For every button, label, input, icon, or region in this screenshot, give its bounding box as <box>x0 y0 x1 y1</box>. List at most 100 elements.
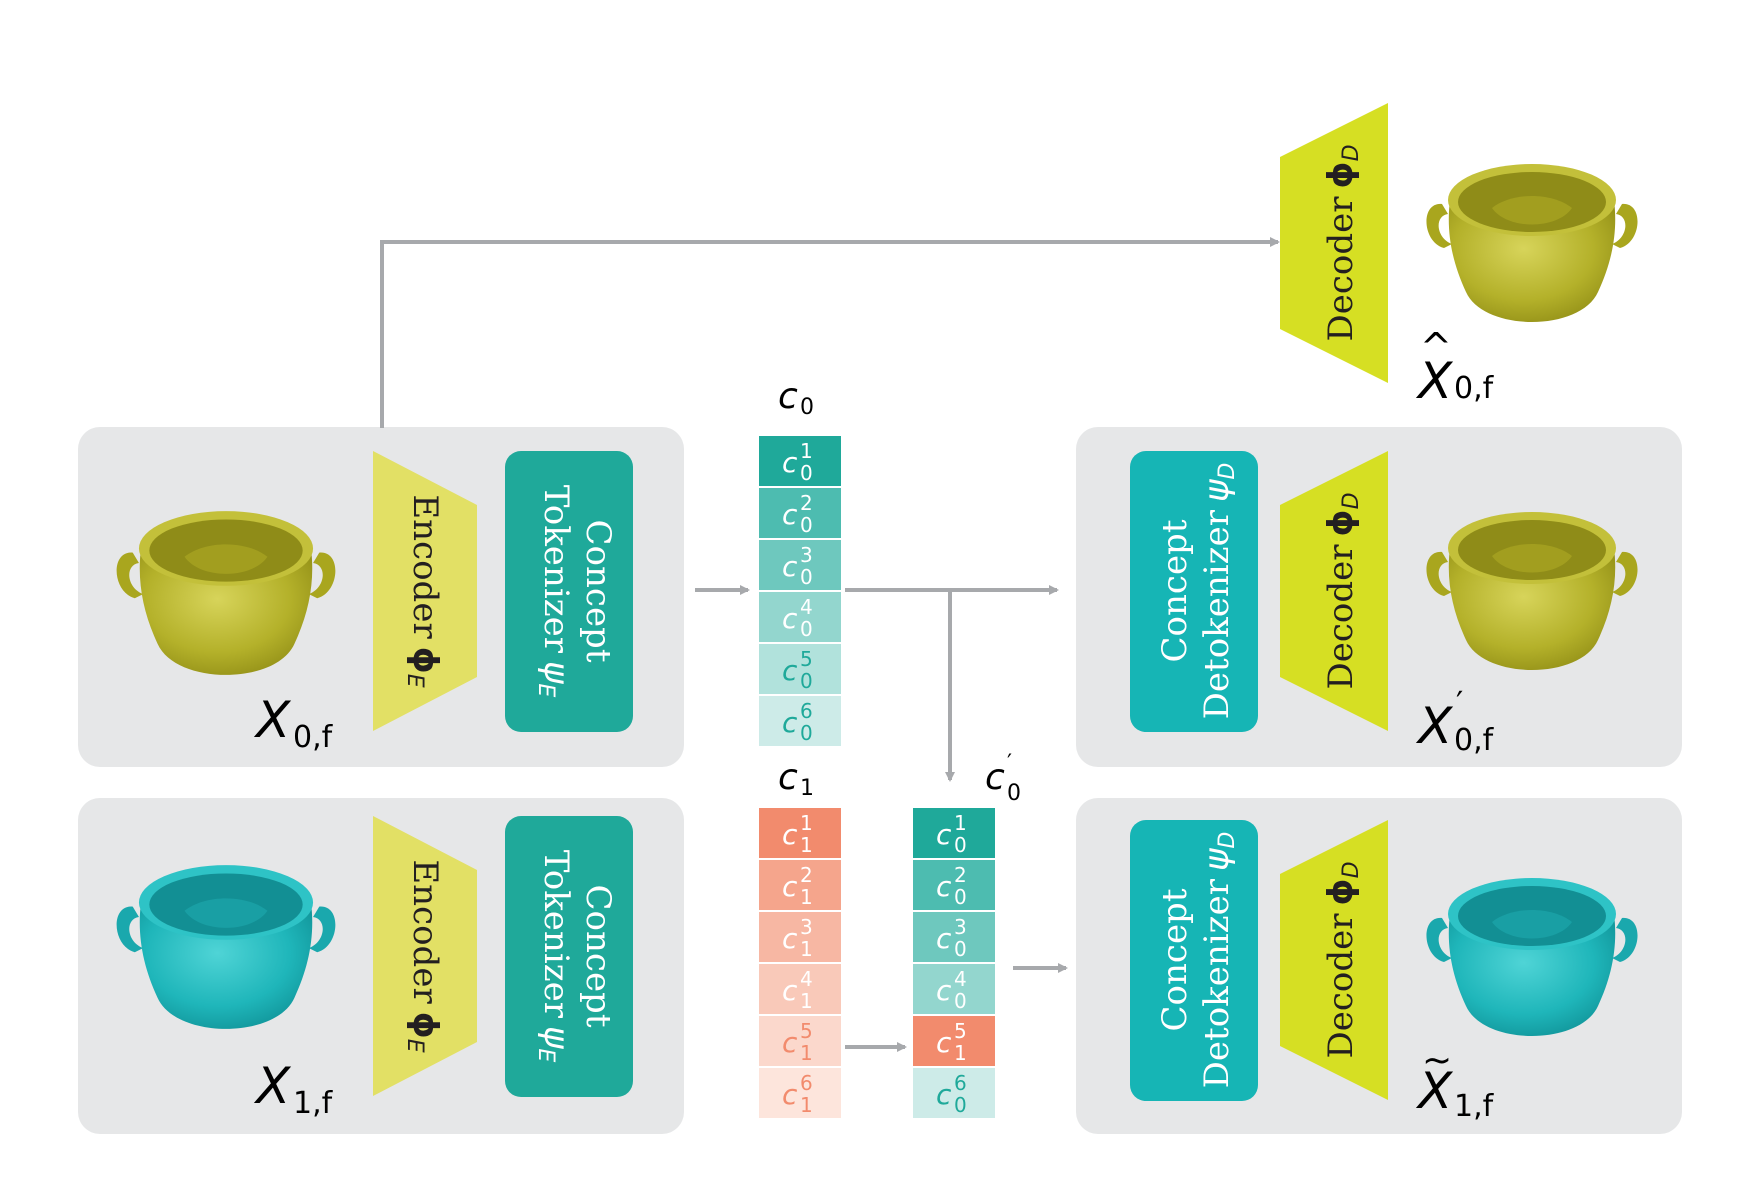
encoder-1: EncoderϕE <box>373 816 477 1096</box>
token-superscript: 4 <box>800 967 813 991</box>
token-subscript: 0 <box>800 513 813 537</box>
token-label: c <box>782 602 798 635</box>
token-label: c <box>936 870 952 903</box>
token-label: c <box>782 818 798 851</box>
svg-text:0: 0 <box>1007 781 1021 806</box>
token-superscript: 4 <box>800 595 813 619</box>
svg-text:DetokenizerψD: DetokenizerψD <box>1197 832 1240 1089</box>
svg-text:0,f: 0,f <box>1454 371 1495 406</box>
token-superscript: 5 <box>954 1019 967 1043</box>
token-subscript: 0 <box>800 617 813 641</box>
token-label: c <box>936 818 952 851</box>
header-c0-prime: c ′ 0 <box>985 751 1021 806</box>
token-label: c <box>782 870 798 903</box>
token-subscript: 0 <box>954 1093 967 1117</box>
token-subscript: 1 <box>800 833 813 857</box>
token-label: c <box>782 974 798 1007</box>
decoder-0: DecoderϕD <box>1280 451 1388 731</box>
svg-text:X: X <box>253 691 292 749</box>
token-cell <box>759 436 841 486</box>
token-cell <box>759 540 841 590</box>
token-superscript: 3 <box>800 915 813 939</box>
token-superscript: 3 <box>954 915 967 939</box>
token-subscript: 1 <box>800 885 813 909</box>
token-superscript: 5 <box>800 1019 813 1043</box>
svg-text:~: ~ <box>1422 1040 1452 1081</box>
decoder-top: DecoderϕD <box>1280 103 1388 383</box>
token-label: c <box>782 498 798 531</box>
svg-text:0,f: 0,f <box>293 720 334 755</box>
token-cell <box>913 808 995 858</box>
svg-text:c: c <box>778 757 798 798</box>
token-cell <box>759 696 841 746</box>
token-subscript: 0 <box>800 565 813 589</box>
token-cell <box>913 1068 995 1118</box>
svg-text:c: c <box>985 757 1005 798</box>
token-subscript: 0 <box>954 833 967 857</box>
token-superscript: 6 <box>800 699 813 723</box>
pot-output-hat <box>1426 164 1638 322</box>
svg-text:Concept: Concept <box>578 885 618 1028</box>
label-x-prime: X ′ 0,f <box>1415 684 1495 758</box>
token-cell <box>759 592 841 642</box>
decoder-1: DecoderϕD <box>1280 820 1388 1100</box>
svg-text:TokenizerψE: TokenizerψE <box>533 485 576 698</box>
token-cell <box>913 860 995 910</box>
input-x1-label: X 1,f <box>253 1057 334 1121</box>
token-subscript: 0 <box>800 669 813 693</box>
token-superscript: 3 <box>800 543 813 567</box>
token-label: c <box>782 550 798 583</box>
encoder-0: EncoderϕE <box>373 451 477 731</box>
svg-text:Concept: Concept <box>1155 888 1195 1031</box>
token-label: c <box>782 1078 798 1111</box>
svg-text:c: c <box>778 376 798 417</box>
encoder-0-label: EncoderϕE <box>402 494 445 687</box>
token-label: c <box>936 922 952 955</box>
label-x-tilde: X ~ 1,f <box>1415 1040 1495 1124</box>
svg-text:DetokenizerψD: DetokenizerψD <box>1197 463 1240 720</box>
label-x-hat: X ^ 0,f <box>1415 325 1495 410</box>
svg-text:′: ′ <box>1007 751 1012 776</box>
token-subscript: 1 <box>800 1041 813 1065</box>
svg-text:0,f: 0,f <box>1454 723 1495 758</box>
token-superscript: 1 <box>954 811 967 835</box>
token-label: c <box>782 1026 798 1059</box>
svg-text:^: ^ <box>1420 325 1452 369</box>
svg-text:Concept: Concept <box>578 520 618 663</box>
token-label: c <box>782 922 798 955</box>
header-c1: c 1 <box>778 757 814 801</box>
tokenizer-1: Concept TokenizerψE <box>505 816 633 1097</box>
detokenizer-1: Concept DetokenizerψD <box>1130 820 1258 1101</box>
token-superscript: 1 <box>800 811 813 835</box>
input-x0-label: X 0,f <box>253 691 334 755</box>
token-cell <box>913 964 995 1014</box>
token-subscript: 1 <box>800 1093 813 1117</box>
token-superscript: 2 <box>800 863 813 887</box>
tokenizer-0: Concept TokenizerψE <box>505 451 633 732</box>
token-label: c <box>936 974 952 1007</box>
detokenizer-0: Concept DetokenizerψD <box>1130 451 1258 732</box>
token-subscript: 1 <box>800 937 813 961</box>
token-cell <box>759 912 841 962</box>
token-superscript: 4 <box>954 967 967 991</box>
token-subscript: 0 <box>954 937 967 961</box>
token-cell <box>759 488 841 538</box>
token-superscript: 2 <box>954 863 967 887</box>
token-subscript: 0 <box>800 721 813 745</box>
token-subscript: 0 <box>954 885 967 909</box>
svg-text:Concept: Concept <box>1155 519 1195 662</box>
token-label: c <box>782 654 798 687</box>
token-cell <box>913 912 995 962</box>
svg-text:′: ′ <box>1456 684 1463 722</box>
svg-text:X: X <box>1415 697 1454 755</box>
token-cell <box>759 644 841 694</box>
svg-text:DecoderϕD: DecoderϕD <box>1321 492 1364 689</box>
token-cell <box>759 1016 841 1066</box>
arrows <box>380 237 1280 1052</box>
svg-text:DecoderϕD: DecoderϕD <box>1321 861 1364 1058</box>
decoder-top-label: DecoderϕD <box>1321 144 1364 341</box>
token-cell <box>759 964 841 1014</box>
